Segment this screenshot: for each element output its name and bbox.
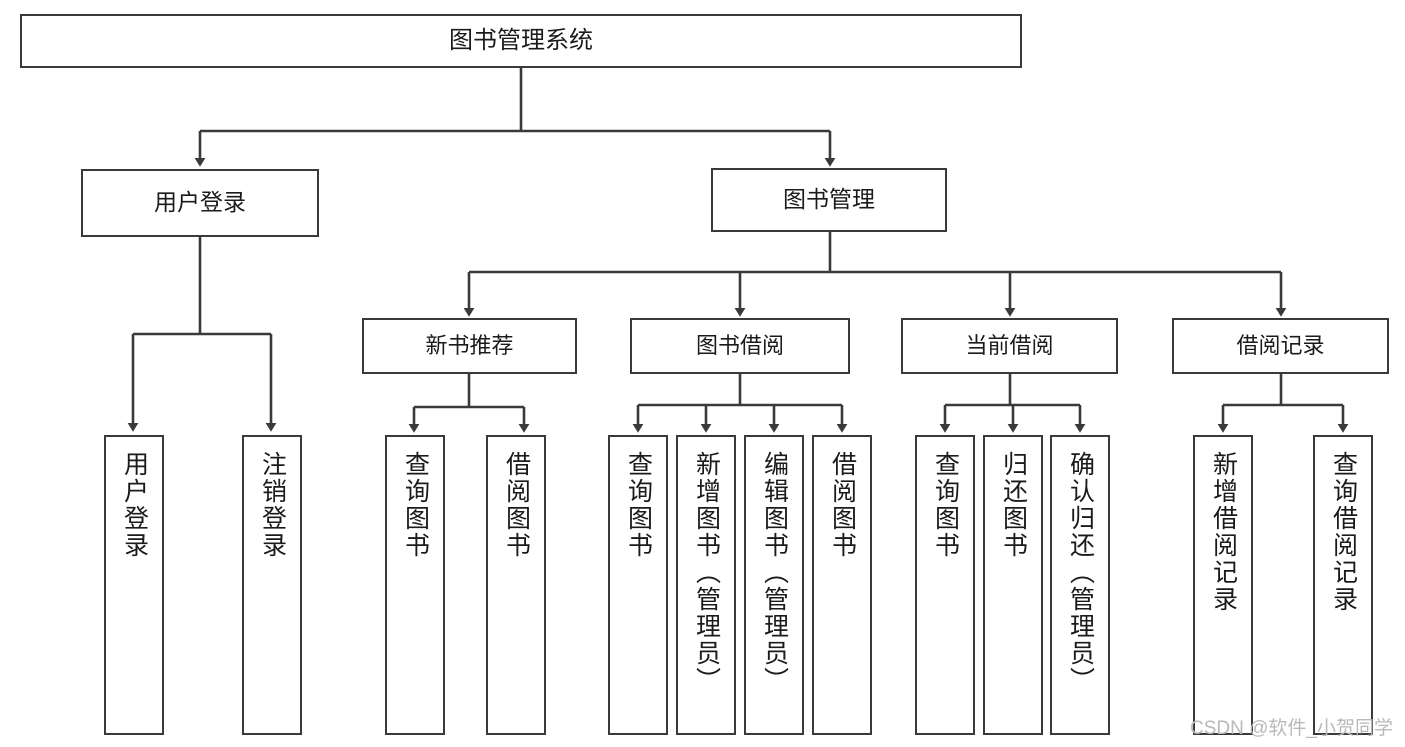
leaf-current-confirm-return-admin[interactable]: 确认归还（管理员） [1050, 435, 1110, 735]
node-label: 图书管理系统 [449, 26, 593, 54]
node-label: 查询借阅记录 [1329, 451, 1358, 613]
node-root-system[interactable]: 图书管理系统 [20, 14, 1022, 68]
node-label: 用户登录 [154, 189, 246, 216]
node-current-borrow[interactable]: 当前借阅 [901, 318, 1118, 374]
node-label: 借阅图书 [502, 451, 531, 559]
node-label: 编辑图书（管理员） [760, 451, 789, 694]
leaf-current-query-book[interactable]: 查询图书 [915, 435, 975, 735]
node-label: 查询图书 [931, 451, 960, 559]
node-label: 图书管理 [783, 186, 875, 213]
node-label: 查询图书 [401, 451, 430, 559]
leaf-record-add-record[interactable]: 新增借阅记录 [1193, 435, 1253, 735]
leaf-recommend-borrow-book[interactable]: 借阅图书 [486, 435, 546, 735]
leaf-borrow-edit-book-admin[interactable]: 编辑图书（管理员） [744, 435, 804, 735]
node-label: 归还图书 [999, 451, 1028, 559]
watermark-text: CSDN @软件_小贺同学 [1190, 718, 1393, 739]
node-label: 用户登录 [120, 451, 149, 559]
node-new-book-recommend[interactable]: 新书推荐 [362, 318, 577, 374]
node-label: 新增借阅记录 [1209, 451, 1238, 613]
node-label: 新书推荐 [425, 333, 514, 359]
node-label: 图书借阅 [695, 333, 784, 359]
leaf-current-return-book[interactable]: 归还图书 [983, 435, 1043, 735]
leaf-borrow-add-book-admin[interactable]: 新增图书（管理员） [676, 435, 736, 735]
leaf-user-login-login[interactable]: 用户登录 [104, 435, 164, 735]
node-book-management[interactable]: 图书管理 [711, 168, 947, 232]
leaf-record-query-record[interactable]: 查询借阅记录 [1313, 435, 1373, 735]
node-label: 新增图书（管理员） [692, 451, 721, 694]
node-label: 借阅图书 [828, 451, 857, 559]
node-book-borrow[interactable]: 图书借阅 [630, 318, 850, 374]
node-user-login[interactable]: 用户登录 [81, 169, 319, 237]
node-label: 查询图书 [624, 451, 653, 559]
node-borrow-record[interactable]: 借阅记录 [1172, 318, 1389, 374]
node-label: 注销登录 [258, 451, 287, 559]
leaf-borrow-query-book[interactable]: 查询图书 [608, 435, 668, 735]
node-label: 借阅记录 [1236, 333, 1325, 359]
leaf-user-login-logout[interactable]: 注销登录 [242, 435, 302, 735]
leaf-borrow-borrow-book[interactable]: 借阅图书 [812, 435, 872, 735]
node-label: 确认归还（管理员） [1066, 451, 1095, 694]
leaf-recommend-query-book[interactable]: 查询图书 [385, 435, 445, 735]
node-label: 当前借阅 [965, 333, 1054, 359]
